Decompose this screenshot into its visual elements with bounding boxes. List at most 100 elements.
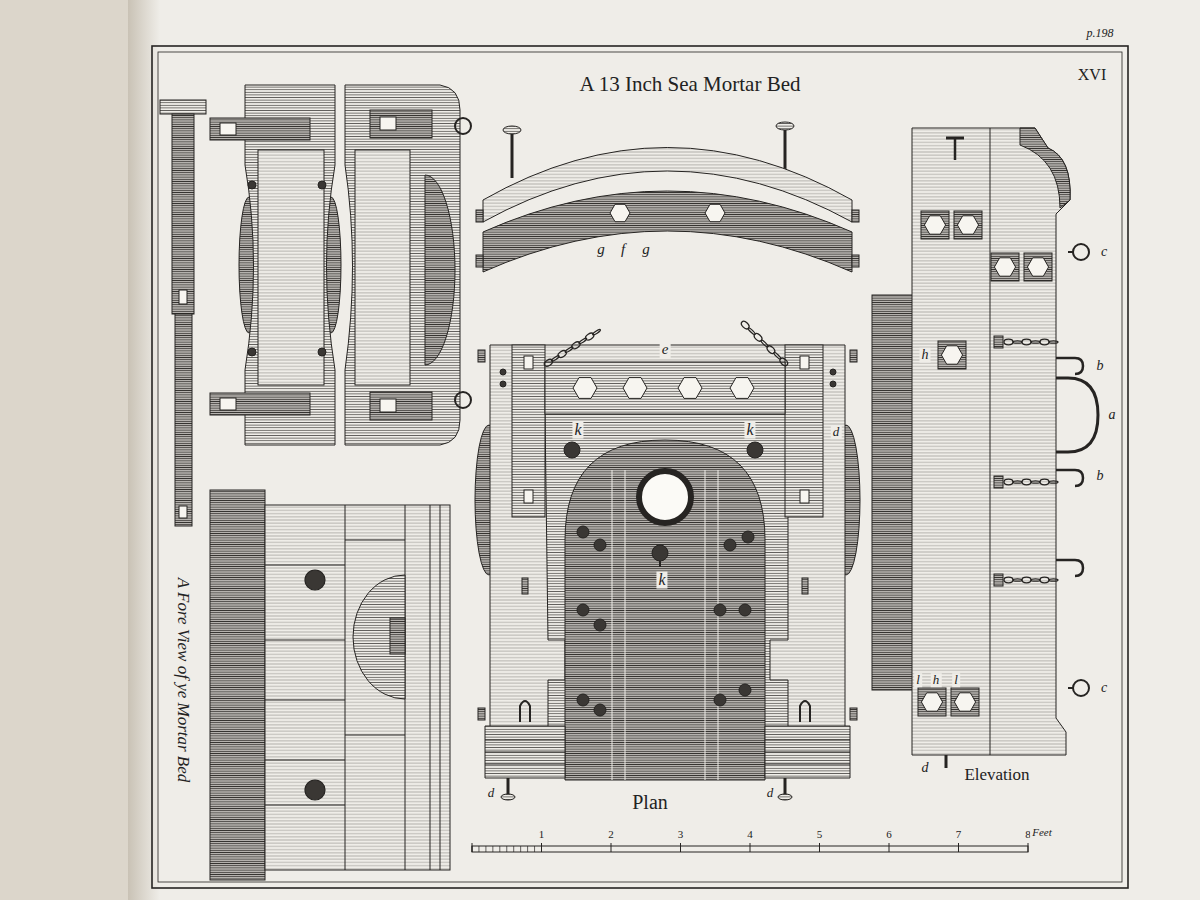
rivet <box>714 604 726 616</box>
hex-nut <box>623 378 647 399</box>
rivet <box>739 684 751 696</box>
chain-link <box>1031 579 1040 581</box>
callout-letter: k <box>744 422 755 439</box>
hex-nut <box>924 216 945 234</box>
callout-letter: b <box>1095 359 1106 374</box>
scale-tick <box>1028 843 1029 852</box>
chain-plate <box>994 574 1003 586</box>
rivet <box>714 694 726 706</box>
seat-strip <box>625 470 626 780</box>
scale-tick <box>750 843 751 852</box>
hex-nut <box>954 693 975 711</box>
bolt <box>511 132 514 178</box>
ring <box>455 392 471 408</box>
bolt-head <box>305 780 325 800</box>
scale-number: 5 <box>815 829 825 841</box>
hex-nut <box>730 378 754 399</box>
strap-slot <box>380 117 396 130</box>
rivet <box>577 526 589 538</box>
timber-joint <box>265 640 345 641</box>
chain-link <box>1004 479 1013 485</box>
tab <box>852 210 859 222</box>
nut-plate <box>951 688 979 716</box>
callout-letter: e <box>660 342 671 358</box>
strap <box>210 393 310 415</box>
hex-nut <box>1027 258 1048 276</box>
chain-link <box>1049 481 1058 483</box>
scale-tick <box>472 843 473 852</box>
hook <box>1056 560 1083 576</box>
chain-link <box>592 329 601 336</box>
rivet <box>830 369 836 375</box>
tab <box>478 708 485 720</box>
timber-joint <box>265 760 345 761</box>
scale-number: 1 <box>537 829 547 841</box>
hex-nut <box>941 346 962 364</box>
rivet <box>594 539 606 551</box>
callout-letter: h <box>931 673 942 687</box>
scale-number: 2 <box>606 829 616 841</box>
scale-number: 4 <box>745 829 755 841</box>
scale-tick <box>889 843 890 852</box>
tab <box>850 708 857 720</box>
eye-bolt <box>652 545 668 561</box>
callout-letter: b <box>1095 469 1106 484</box>
mortar-seat <box>565 440 765 780</box>
scale-subtick <box>527 846 528 852</box>
bolt-head <box>778 794 792 800</box>
scale-unit: Feet <box>1030 827 1054 839</box>
seat-strip <box>718 470 719 780</box>
nut-plate <box>954 211 982 239</box>
rail-line <box>765 764 850 765</box>
nut-plate <box>918 688 946 716</box>
scale-number: 6 <box>884 829 894 841</box>
ring <box>455 118 471 134</box>
corner-plate <box>1020 128 1070 208</box>
timber-joint <box>345 505 346 870</box>
callout-letter: c <box>1099 245 1109 260</box>
bolt-head <box>503 126 521 134</box>
rivet <box>742 531 754 543</box>
callout-letter: d <box>831 425 842 439</box>
chain-plate <box>994 476 1003 488</box>
hex-nut <box>610 204 630 221</box>
strap-slot <box>220 123 236 135</box>
scale-number: 7 <box>954 829 964 841</box>
bolt-head <box>305 570 325 590</box>
staple <box>802 578 808 594</box>
rail-line <box>485 740 565 741</box>
bed-side <box>210 490 265 880</box>
timber-joint <box>990 128 991 755</box>
plate-border <box>158 52 1122 882</box>
callout-letter: h <box>920 348 931 363</box>
hex-nut <box>921 693 942 711</box>
timber-joint <box>265 805 345 806</box>
rivet <box>724 539 736 551</box>
scale-subtick <box>492 846 493 852</box>
strap <box>210 118 310 140</box>
rail-line <box>485 752 565 753</box>
tab <box>476 255 483 267</box>
bolt-head <box>776 122 794 130</box>
trunnion-recess <box>425 175 455 365</box>
callout-letter: l <box>952 673 960 687</box>
upright-slot <box>524 356 533 369</box>
bolt <box>954 138 957 160</box>
handle <box>520 701 530 722</box>
callout-letter: g <box>595 242 607 258</box>
callout-letter: k <box>656 572 667 589</box>
scale-subtick <box>506 846 507 852</box>
scale-subtick <box>472 846 473 852</box>
plate-number: XVI <box>1076 67 1108 84</box>
nut-plate <box>1024 253 1052 281</box>
bolt <box>946 137 964 140</box>
bolt <box>507 778 510 795</box>
upright-slot <box>800 490 809 503</box>
chain-link <box>1013 341 1022 343</box>
rivet <box>577 694 589 706</box>
bolt <box>945 755 948 768</box>
chain-link <box>1049 341 1058 343</box>
chain-link <box>1022 339 1031 345</box>
seat-notch <box>390 618 405 654</box>
